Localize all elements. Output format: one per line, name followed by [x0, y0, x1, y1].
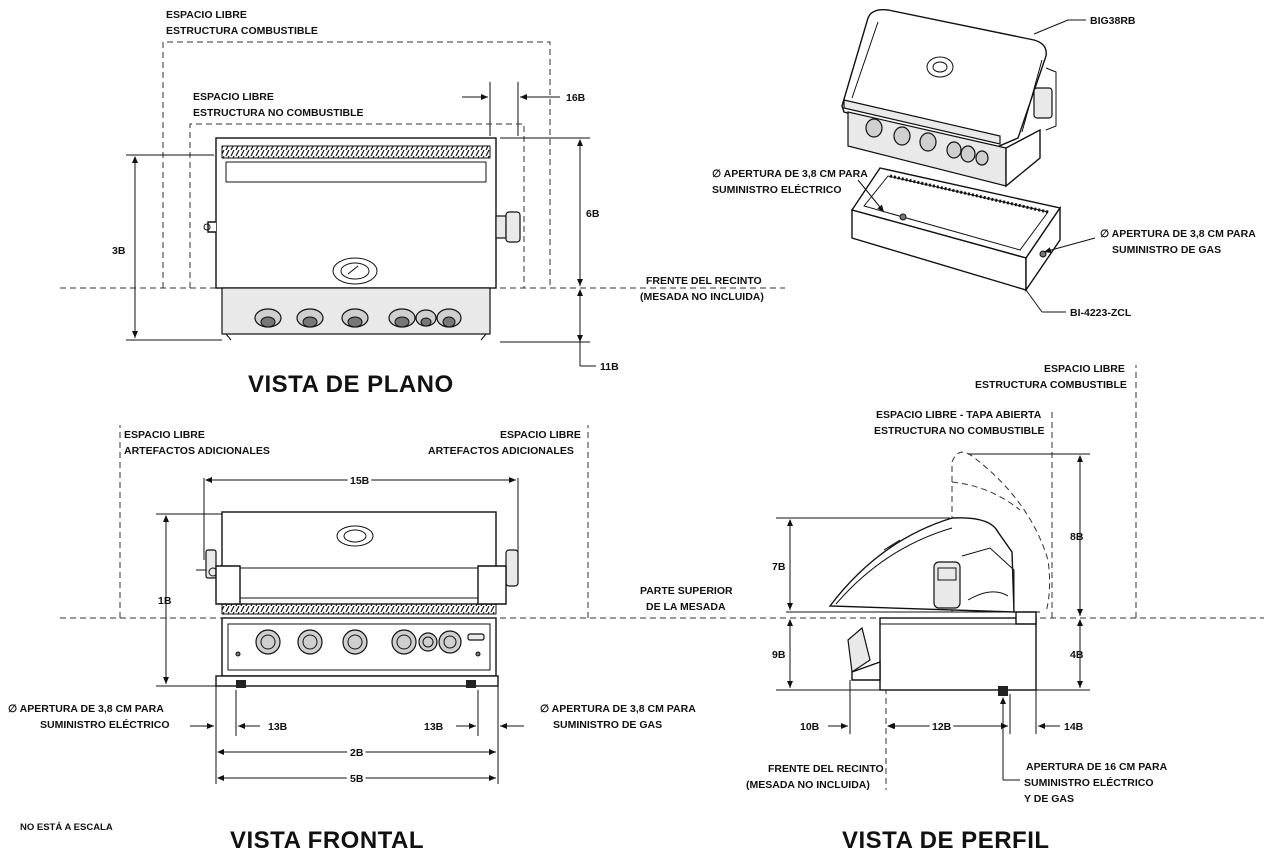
profile-dim-7b: 7B [772, 561, 786, 573]
scale-note: NO ESTÁ A ESCALA [20, 822, 113, 833]
plan-grate [221, 145, 491, 159]
plan-knobs [254, 308, 462, 328]
iso-thermometer-icon [926, 56, 954, 78]
plan-left-handle [207, 221, 216, 233]
profile-rotisserie-motor [933, 561, 961, 609]
profile-dim-10b: 10B [800, 721, 820, 733]
plan-comb-label-2: ESTRUCTURA COMBUSTIBLE [166, 25, 318, 37]
profile-dim-8b: 8B [1070, 531, 1084, 543]
front-gas-label-2: SUMINISTRO DE GAS [553, 719, 662, 731]
profile-open-label-2: ESTRUCTURA NO COMBUSTIBLE [874, 425, 1045, 437]
profile-view-title: VISTA DE PERFIL [842, 827, 1050, 853]
profile-enclosure [879, 617, 1037, 691]
profile-front-label-1: FRENTE DEL RECINTO [768, 763, 884, 775]
profile-open-label-1: ESPACIO LIBRE - TAPA ABIERTA [876, 409, 1042, 421]
front-view [60, 425, 790, 784]
profile-gas-opening [998, 686, 1008, 696]
front-thermometer-icon [336, 525, 374, 547]
front-dim-5b: 5B [350, 773, 364, 785]
profile-opening-label-2: SUMINISTRO ELÉCTRICO [1024, 776, 1154, 789]
front-dim-2b: 2B [350, 747, 364, 759]
iso-elec-label-1: ∅ APERTURA DE 3,8 CM PARA [712, 168, 868, 180]
iso-rotisserie-motor [1033, 87, 1053, 119]
front-knobs [255, 629, 462, 655]
profile-grill-lid [828, 517, 1015, 613]
plan-noncomb-label-2: ESTRUCTURA NO COMBUSTIBLE [193, 107, 364, 119]
plan-noncomb-label-1: ESPACIO LIBRE [193, 91, 274, 103]
front-rotisserie-motor [505, 549, 519, 587]
front-left-clear-2: ARTEFACTOS ADICIONALES [124, 445, 270, 457]
front-elec-label-2: SUMINISTRO ELÉCTRICO [40, 718, 170, 731]
profile-opening-label-3: Y DE GAS [1024, 793, 1074, 805]
profile-comb-label-1: ESPACIO LIBRE [1044, 363, 1125, 375]
plan-combustible-clearance [162, 41, 551, 288]
plan-dim-11b: 11B [600, 361, 619, 373]
profile-dim-12b: 12B [932, 721, 952, 733]
profile-dim-14b: 14B [1064, 721, 1084, 733]
front-gas-label-1: ∅ APERTURA DE 3,8 CM PARA [540, 703, 696, 715]
front-dim-15b: 15B [350, 475, 370, 487]
plan-grill-lid [215, 137, 497, 289]
plan-comb-label-1: ESPACIO LIBRE [166, 9, 247, 21]
front-left-clear-1: ESPACIO LIBRE [124, 429, 205, 441]
front-right-clear-2: ARTEFACTOS ADICIONALES [428, 445, 574, 457]
profile-view [776, 365, 1264, 790]
plan-noncombustible-clearance [189, 123, 525, 288]
iso-gas-label-1: ∅ APERTURA DE 3,8 CM PARA [1100, 228, 1256, 240]
front-grill-lid [221, 511, 497, 605]
plan-dim-3b: 3B [112, 245, 126, 257]
plan-rotisserie-motor [505, 211, 521, 243]
front-right-clear-1: ESPACIO LIBRE [500, 429, 581, 441]
plan-view [60, 41, 785, 367]
profile-open-lid [951, 451, 1051, 613]
front-elec-label-1: ∅ APERTURA DE 3,8 CM PARA [8, 703, 164, 715]
iso-model-grill: BIG38RB [1090, 15, 1136, 27]
profile-dim-9b: 9B [772, 649, 786, 661]
plan-front-label-1: FRENTE DEL RECINTO [646, 275, 762, 287]
profile-dim-4b: 4B [1070, 649, 1084, 661]
plan-thermometer-icon [332, 257, 378, 285]
iso-model-enclosure: BI-4223-ZCL [1070, 307, 1132, 319]
iso-elec-label-2: SUMINISTRO ELÉCTRICO [712, 183, 842, 196]
front-counter-label-2: DE LA MESADA [646, 601, 726, 613]
plan-view-title: VISTA DE PLANO [248, 371, 454, 398]
profile-opening-label-1: APERTURA DE 16 CM PARA [1026, 761, 1168, 773]
profile-front-label-2: (MESADA NO INCLUIDA) [746, 779, 870, 791]
front-dim-1b: 1B [158, 595, 172, 607]
front-view-title: VISTA FRONTAL [230, 827, 424, 853]
iso-gas-label-2: SUMINISTRO DE GAS [1112, 244, 1221, 256]
iso-knobs [865, 118, 989, 166]
plan-dim-6b: 6B [586, 208, 600, 220]
plan-dim-16b: 16B [566, 92, 586, 104]
plan-front-label-2: (MESADA NO INCLUIDA) [640, 291, 764, 303]
profile-comb-label-2: ESTRUCTURA COMBUSTIBLE [975, 379, 1127, 391]
front-dim-13b-right: 13B [424, 721, 444, 733]
front-dim-13b-left: 13B [268, 721, 288, 733]
isometric-view [841, 8, 1096, 313]
front-counter-label-1: PARTE SUPERIOR [640, 585, 733, 597]
